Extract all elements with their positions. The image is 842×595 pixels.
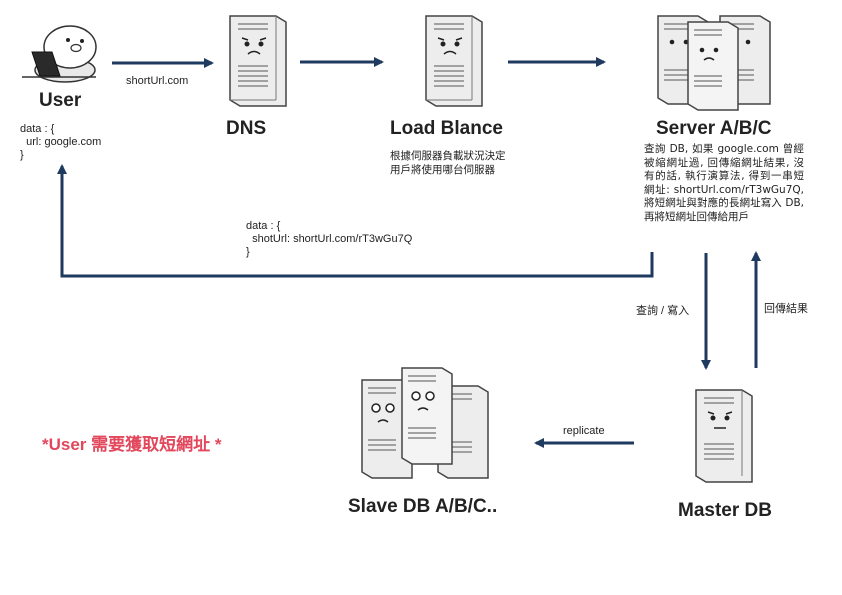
user-request-data: data : { url: google.com } xyxy=(20,123,102,161)
master-db-label: Master DB xyxy=(678,500,772,521)
load-balancer-server-icon xyxy=(425,15,483,107)
app-servers-icon xyxy=(657,15,771,111)
response-data: data : { shotUrl: shortUrl.com/rT3wGu7Q … xyxy=(246,220,413,258)
user-label: User xyxy=(39,90,82,111)
arrow-server-to-user xyxy=(57,164,654,278)
slave-db-label: Slave DB A/B/C.. xyxy=(348,496,498,517)
dns-server-icon xyxy=(229,15,287,107)
server-label: Server A/B/C xyxy=(656,118,772,139)
return-result-label: 回傳結果 xyxy=(764,303,808,315)
replicate-label: replicate xyxy=(563,425,605,437)
user-illustration xyxy=(22,25,97,83)
query-write-label: 查詢 / 寫入 xyxy=(636,305,690,317)
load-balancer-note: 根據伺服器負載狀況決定用戶將使用哪台伺服器 xyxy=(390,150,506,176)
load-balancer-label: Load Blance xyxy=(390,118,503,139)
master-db-server-icon xyxy=(695,389,753,483)
server-note: 查詢 DB, 如果 google.com 曾經被縮網址過, 回傳縮網址結果, 沒… xyxy=(644,143,804,223)
user-dns-arrow-label: shortUrl.com xyxy=(126,75,189,87)
requirement-note: *User 需要獲取短網址 * xyxy=(42,435,222,454)
dns-label: DNS xyxy=(226,118,267,139)
slave-db-servers-icon xyxy=(361,367,489,479)
